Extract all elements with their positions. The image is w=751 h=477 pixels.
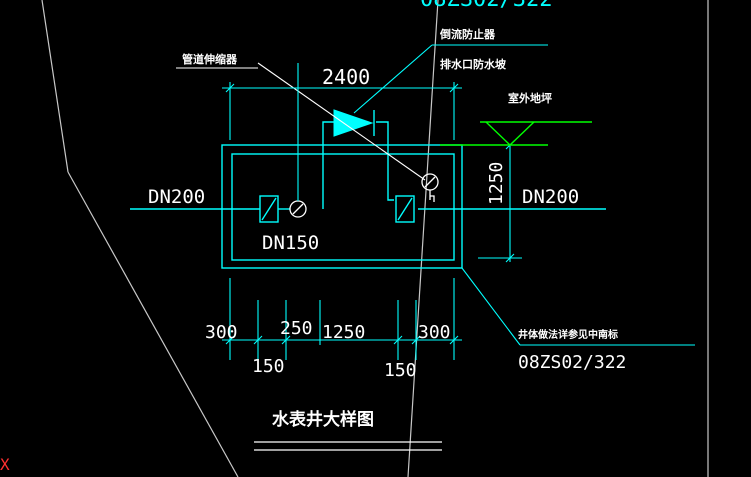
drain-label: 排水口防水坡 (440, 57, 507, 71)
gate-valve-right-slash (397, 197, 413, 221)
backflow-triangle (333, 109, 374, 137)
dim-overall-width: 2400 (322, 65, 370, 89)
bypass-riser-right (376, 121, 394, 201)
dim-top-tick-right (449, 83, 459, 93)
dim-top (222, 82, 462, 140)
gate-valve-left (259, 195, 279, 223)
valves (259, 195, 415, 223)
dim-bottom-tick-1 (225, 335, 235, 345)
gauges (289, 173, 439, 218)
ground-triangle (485, 121, 535, 146)
dim-top-tick-left (225, 83, 235, 93)
dim-bottom-tick-4 (393, 335, 403, 345)
meter-right-hook (430, 195, 435, 202)
dim-bottom-sub-2: 150 (384, 360, 417, 381)
drawing-title: 水表井大样图 (272, 409, 374, 430)
pit-outer-wall (221, 144, 463, 269)
ground-level (440, 121, 592, 146)
pipe-outlet-label: DN200 (522, 186, 579, 208)
pit-inner-wall (231, 153, 455, 261)
dim-bottom-sub-1: 150 (252, 356, 285, 377)
dim-bottom-2: 250 (280, 318, 313, 339)
inner-pipe-label: DN150 (262, 232, 319, 254)
backflow-label: 倒流防止器 (439, 27, 496, 41)
dim-bottom-tick-2 (253, 335, 263, 345)
leader-valve-label (257, 62, 426, 181)
dim-bottom (222, 278, 462, 360)
meter-right-slash (424, 176, 436, 188)
top-partial-reference: 08ZS02/322 (420, 0, 552, 12)
backflow-preventer (333, 109, 375, 137)
pit-reference: 08ZS02/322 (518, 352, 626, 373)
dim-bottom-1: 300 (205, 322, 238, 343)
ground-label: 室外地坪 (508, 91, 552, 105)
boundary-line-right (407, 0, 439, 477)
pipe-inlet-label: DN200 (148, 186, 205, 208)
leader-backflow (353, 44, 433, 114)
dim-bottom-tick-3 (281, 335, 291, 345)
bypass-riser-left (322, 121, 336, 209)
pit-outline (221, 144, 463, 269)
dim-bottom-3: 1250 (322, 322, 365, 343)
meter-left-slash (292, 203, 304, 215)
dim-bottom-tick-6 (449, 335, 459, 345)
boundary-line-left-top (41, 0, 69, 173)
axis-x-marker: X (0, 455, 10, 474)
gate-valve-right (395, 195, 415, 223)
pipes (130, 121, 606, 210)
valve-label: 管道伸缩器 (182, 52, 238, 66)
title-underline (254, 441, 442, 451)
dim-bottom-4: 300 (418, 322, 451, 343)
leader-pit-note (461, 267, 521, 346)
cyan-leader-lines (297, 44, 695, 346)
boundary-lines (41, 0, 709, 477)
dim-bottom-tick-5 (411, 335, 421, 345)
dim-depth: 1250 (486, 162, 507, 205)
boundary-line-left-bottom (67, 171, 239, 477)
dim-right-tick-bottom (505, 253, 515, 263)
pit-note: 井体做法详参见中南标 (518, 328, 618, 341)
gate-valve-left-slash (261, 197, 277, 221)
leader-lines (176, 62, 426, 181)
